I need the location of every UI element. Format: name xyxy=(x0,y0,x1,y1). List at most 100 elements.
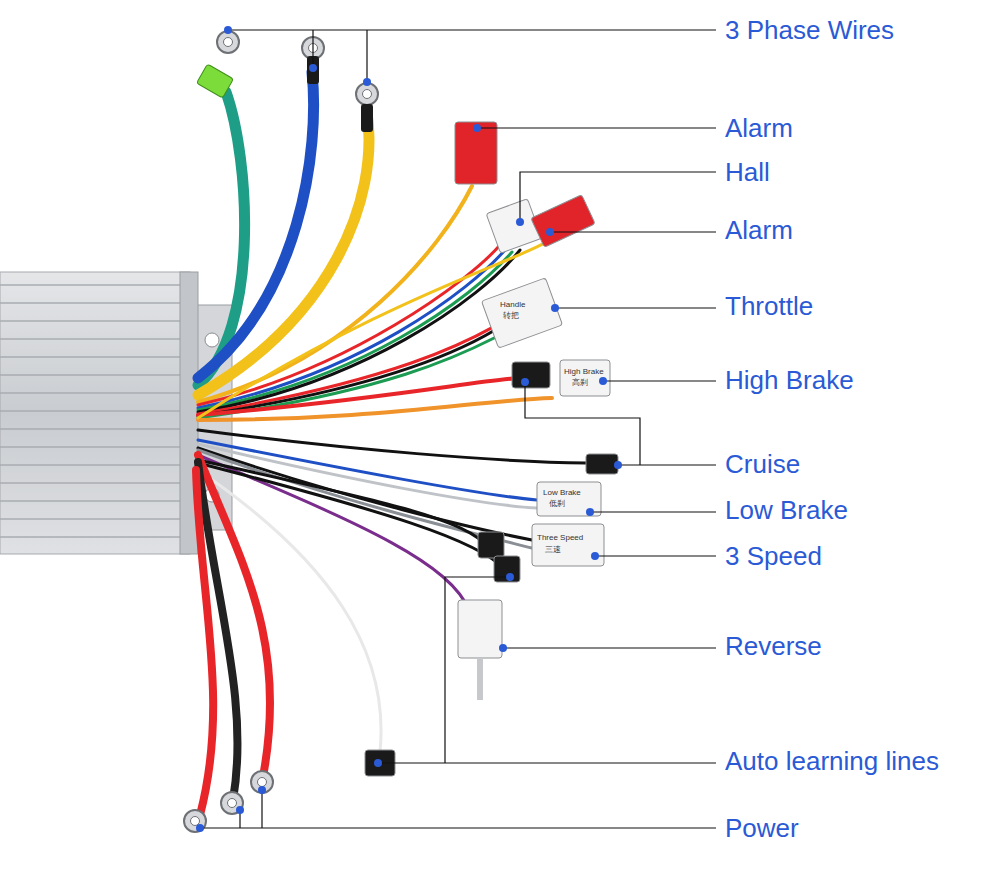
leader-line xyxy=(525,382,640,465)
housing-fin xyxy=(0,356,182,358)
wire xyxy=(198,463,505,570)
brake-connector xyxy=(512,362,550,388)
mounting-hole xyxy=(205,333,219,347)
terminal-hole xyxy=(191,817,200,826)
alarm-connector xyxy=(455,122,497,184)
leader-dot xyxy=(224,26,232,34)
housing-fin xyxy=(0,374,182,376)
housing-fin xyxy=(0,464,182,466)
callout-label: Low Brake xyxy=(725,496,848,525)
connector-tag-text: Three Speed xyxy=(537,534,583,543)
callout-label: 3 Phase Wires xyxy=(725,16,894,45)
housing-fin xyxy=(0,320,182,322)
learning-connector xyxy=(478,532,504,558)
connector-tag-text: 三速 xyxy=(545,546,561,555)
leader-dot xyxy=(586,508,594,516)
leader-dot xyxy=(309,64,317,72)
learning-connector xyxy=(494,556,520,582)
throttle-connector xyxy=(481,278,562,348)
terminal-hole xyxy=(224,38,233,47)
terminal-hole xyxy=(228,799,237,808)
leader-line xyxy=(366,30,367,82)
housing-fin xyxy=(0,446,182,448)
housing-fin xyxy=(0,392,182,394)
housing-fin xyxy=(0,284,182,286)
cruise-connector xyxy=(586,454,618,474)
callout-label: Power xyxy=(725,814,799,843)
housing-fin xyxy=(0,482,182,484)
leader-dot xyxy=(591,552,599,560)
leader-dot xyxy=(614,461,622,469)
alarm-connector xyxy=(531,195,595,248)
leader-line xyxy=(378,762,716,763)
leader-line xyxy=(595,555,716,556)
leader-line xyxy=(477,127,716,128)
leader-line xyxy=(590,511,716,512)
heat-shrink xyxy=(361,104,373,132)
three-speed-connector xyxy=(532,524,604,566)
wire xyxy=(198,330,495,416)
leader-dot xyxy=(499,644,507,652)
leader-line xyxy=(550,231,716,232)
callout-label: Auto learning lines xyxy=(725,747,939,776)
leader-dot xyxy=(506,573,514,581)
hall-connector xyxy=(486,199,542,254)
callout-label: 3 Speed xyxy=(725,542,822,571)
connector-tag-text: High Brake xyxy=(564,368,604,377)
leader-line xyxy=(555,307,716,308)
wire xyxy=(196,470,213,815)
leader-line xyxy=(228,29,716,30)
ring-terminal xyxy=(217,31,239,53)
leader-dot xyxy=(599,377,607,385)
leader-line xyxy=(503,647,716,648)
leader-dot xyxy=(516,218,524,226)
callout-label: Cruise xyxy=(725,450,800,479)
ring-terminal xyxy=(221,792,243,814)
controller-housing xyxy=(0,272,190,554)
leader-line xyxy=(261,790,262,828)
wire xyxy=(198,72,314,378)
connector-tag-text: 低刹 xyxy=(549,500,565,509)
ring-terminal xyxy=(184,810,206,832)
terminal-hole xyxy=(363,90,372,99)
housing-fin xyxy=(0,410,182,412)
callout-label: Throttle xyxy=(725,292,813,321)
connector-tag-text: Handle xyxy=(500,301,525,310)
housing-fin xyxy=(0,428,182,430)
wire xyxy=(198,398,552,420)
leader-line xyxy=(445,577,510,763)
wire xyxy=(198,455,470,612)
leader-dot xyxy=(473,124,481,132)
leader-dot xyxy=(521,378,529,386)
wire xyxy=(198,462,238,800)
leader-line xyxy=(312,30,313,68)
leader-dot xyxy=(196,824,204,832)
leader-dot xyxy=(236,806,244,814)
terminal-hole xyxy=(258,778,267,787)
housing-fin xyxy=(0,536,182,538)
callout-label: Alarm xyxy=(725,216,793,245)
brake-tag xyxy=(560,360,610,396)
leader-line xyxy=(618,464,716,465)
connector-tag-text: Low Brake xyxy=(543,489,581,498)
low-brake-connector xyxy=(537,482,601,516)
ring-terminal xyxy=(356,83,378,105)
wire xyxy=(198,378,520,415)
leader-line xyxy=(200,827,716,828)
leader-dot xyxy=(258,786,266,794)
housing-fin xyxy=(0,302,182,304)
leader-dot xyxy=(374,759,382,767)
housing-fin xyxy=(0,500,182,502)
leader-dot xyxy=(551,304,559,312)
callout-label: Hall xyxy=(725,158,770,187)
wire xyxy=(198,448,532,540)
connector-tag-text: 高刹 xyxy=(572,379,588,388)
green-connector xyxy=(197,64,234,98)
connector-tag-text: 转把 xyxy=(503,312,519,321)
callout-label: Alarm xyxy=(725,114,793,143)
connector-pin xyxy=(477,658,483,700)
callout-label: High Brake xyxy=(725,366,854,395)
reverse-connector xyxy=(458,600,502,658)
